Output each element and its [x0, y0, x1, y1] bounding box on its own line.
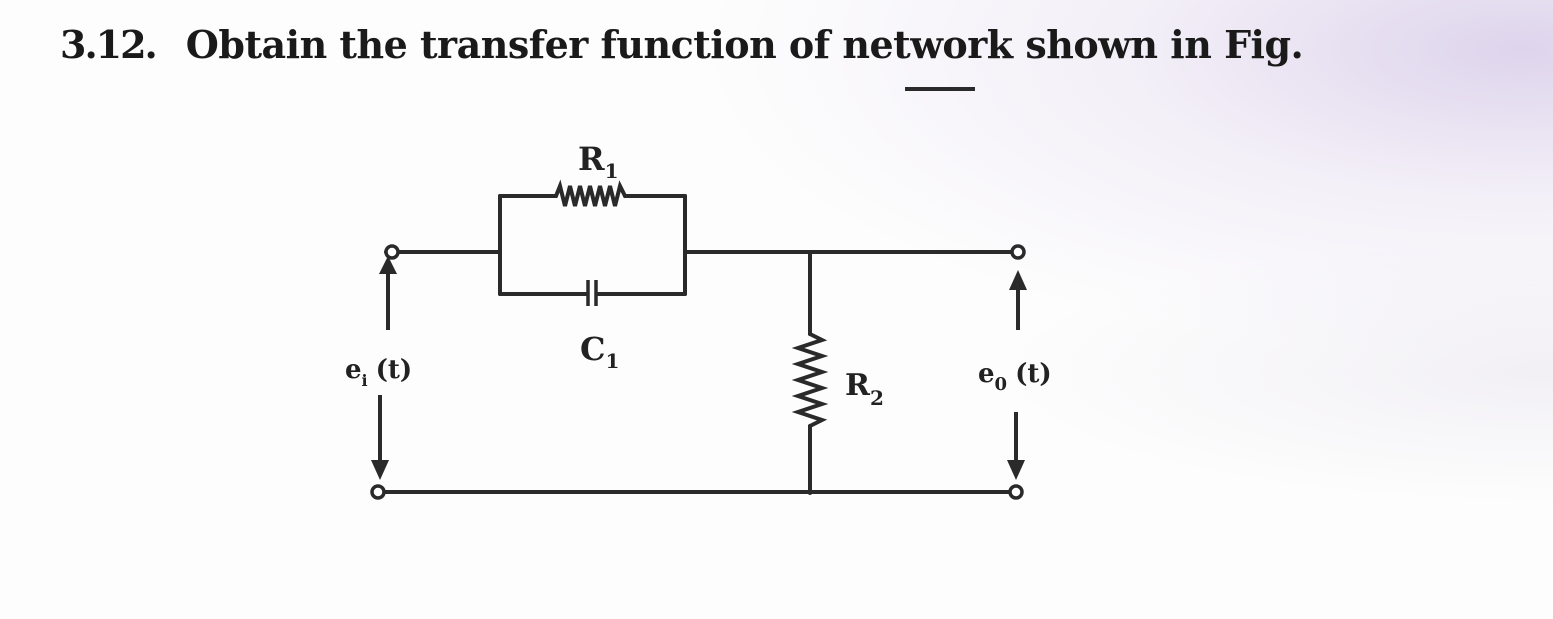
- question-number: 3.12.: [60, 22, 158, 67]
- label-r2: R2: [845, 368, 884, 410]
- terminal-input-bottom: [370, 484, 386, 500]
- terminal-input-top: [384, 244, 400, 260]
- terminal-output-bottom: [1008, 484, 1024, 500]
- output-arrow-up-head: [1009, 270, 1027, 290]
- resistor-r1: [554, 179, 627, 207]
- resistor-r2: [791, 332, 829, 428]
- input-arrow-down-head: [371, 460, 389, 480]
- label-input-voltage: ei(t): [345, 355, 412, 390]
- question-text: 3.12. Obtain the transfer function of net…: [60, 22, 1304, 82]
- label-c1: C1: [580, 330, 619, 373]
- input-arrow-up-head: [379, 256, 397, 274]
- output-arrow-down-head: [1007, 460, 1025, 480]
- label-r1: R1: [578, 140, 619, 183]
- question-body: Obtain the transfer function of network …: [185, 22, 1304, 67]
- terminal-output-top: [1010, 244, 1026, 260]
- label-output-voltage: e0(t): [978, 359, 1052, 395]
